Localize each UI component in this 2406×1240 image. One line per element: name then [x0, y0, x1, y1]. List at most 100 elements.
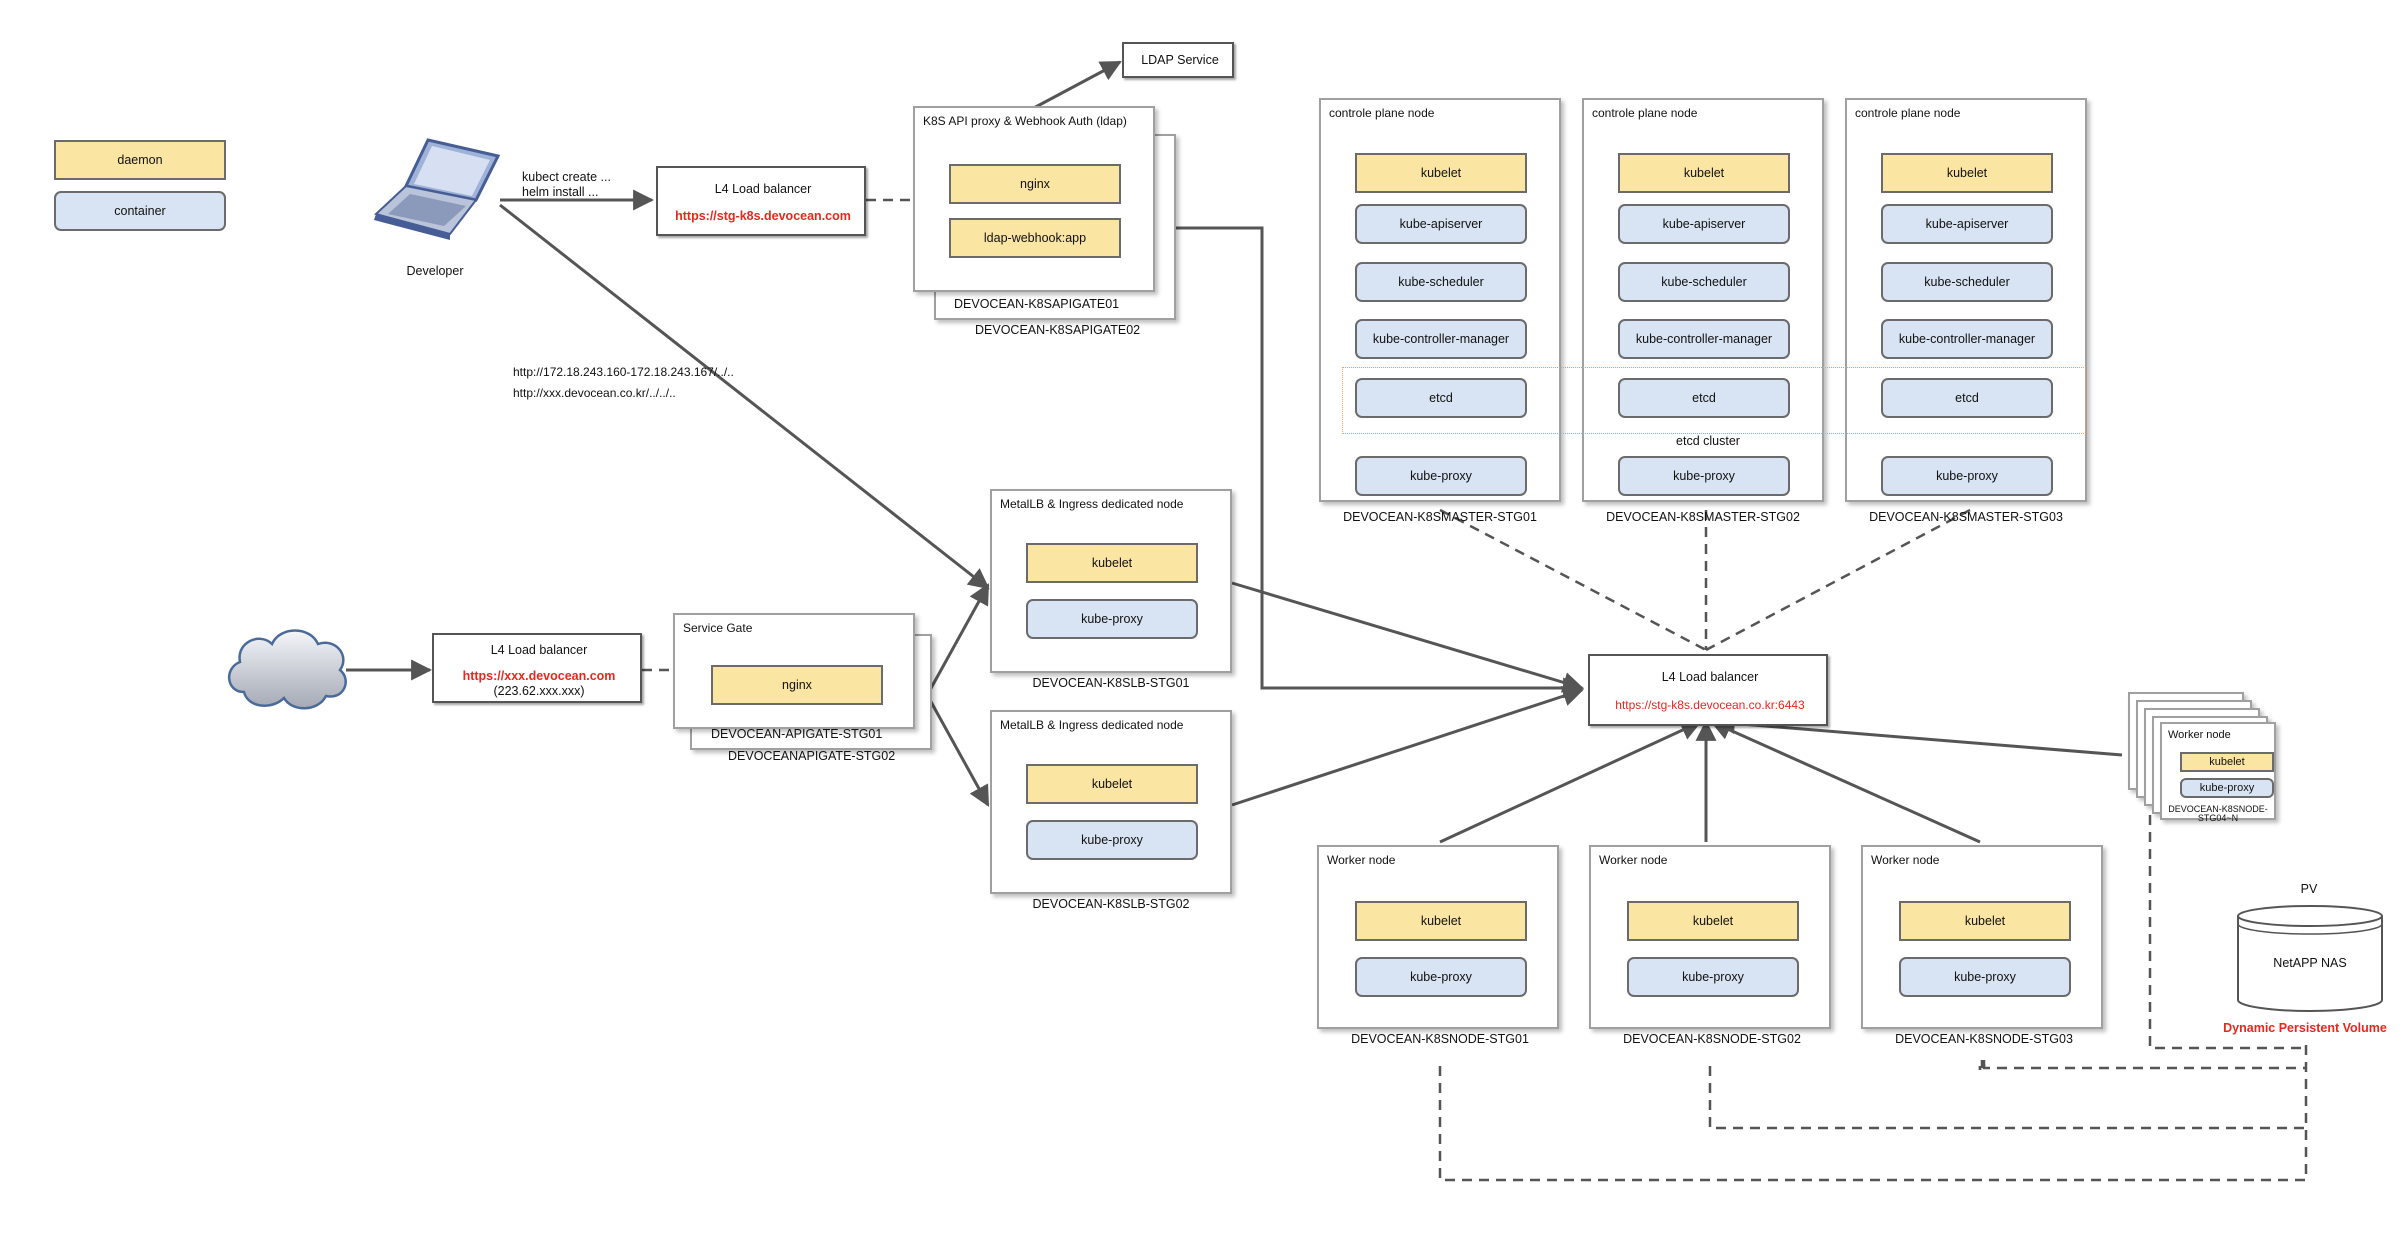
lb-api: L4 Load balancer https://stg-k8s.devocea…	[656, 166, 866, 236]
dynamic-pv-label: Dynamic Persistent Volume	[2223, 1021, 2387, 1035]
etcd-cluster-label: etcd cluster	[1676, 434, 1740, 448]
master3-to-lb-dash	[1705, 508, 1971, 652]
master1-host: DEVOCEAN-K8SMASTER-STG01	[1343, 510, 1537, 524]
access-url1: http://172.18.243.160-172.18.243.167/../…	[513, 365, 734, 379]
lb-service: L4 Load balancer https://xxx.devocean.co…	[432, 633, 642, 703]
developer-to-slb-arrow	[499, 203, 990, 590]
master1-apiserver: kube-apiserver	[1355, 204, 1527, 244]
lb-service-ip: (223.62.xxx.xxx)	[493, 684, 585, 698]
master1-etcd: etcd	[1355, 378, 1527, 418]
slb2-to-k8slb-arrow	[1231, 685, 1584, 807]
slb2-title: MetalLB & Ingress dedicated node	[1000, 718, 1184, 732]
worker-n-kubelet: kubelet	[2180, 752, 2274, 772]
lb-api-title: L4 Load balancer	[714, 182, 812, 196]
service-gate-host1: DEVOCEAN-APIGATE-STG01	[711, 727, 883, 741]
master2-controller: kube-controller-manager	[1618, 319, 1790, 359]
access-url2: http://xxx.devocean.co.kr/../../..	[513, 386, 676, 400]
master3-scheduler: kube-scheduler	[1881, 262, 2053, 302]
legend-daemon: daemon	[54, 140, 226, 180]
master1-title: controle plane node	[1329, 106, 1435, 120]
lb-k8s-api: L4 Load balancer https://stg-k8s.devocea…	[1588, 654, 1828, 726]
worker3-kube-proxy: kube-proxy	[1899, 957, 2071, 997]
ldap-service: LDAP Service	[1122, 42, 1234, 78]
master2-kube-proxy: kube-proxy	[1618, 456, 1790, 496]
master2-kubelet: kubelet	[1618, 153, 1790, 193]
service-gate-nginx: nginx	[711, 665, 883, 705]
slb2-kubelet: kubelet	[1026, 764, 1198, 804]
laptop-icon	[374, 138, 500, 240]
master2-scheduler: kube-scheduler	[1618, 262, 1790, 302]
master2-host: DEVOCEAN-K8SMASTER-STG02	[1606, 510, 1800, 524]
worker3-title: Worker node	[1871, 853, 1940, 867]
worker-n-kube-proxy: kube-proxy	[2180, 778, 2274, 798]
slb1-to-k8slb-arrow	[1231, 581, 1585, 693]
worker-node-3: Worker node kubelet kube-proxy	[1861, 845, 2103, 1029]
workern-to-k8slb-arrow	[1713, 713, 2123, 757]
slb1-host: DEVOCEAN-K8SLB-STG01	[1032, 676, 1190, 690]
developer-cmd1: kubect create ...	[522, 170, 611, 184]
worker-node-2: Worker node kubelet kube-proxy	[1589, 845, 1831, 1029]
master1-kubelet: kubelet	[1355, 153, 1527, 193]
cloud-icon	[228, 629, 347, 710]
master1-scheduler: kube-scheduler	[1355, 262, 1527, 302]
master1-controller: kube-controller-manager	[1355, 319, 1527, 359]
master-node-3: controle plane node kubelet kube-apiserv…	[1845, 98, 2087, 502]
master1-to-lb-dash	[1439, 508, 1707, 652]
master2-title: controle plane node	[1592, 106, 1698, 120]
master3-kube-proxy: kube-proxy	[1881, 456, 2053, 496]
worker-n-host2: STG04~N	[2197, 813, 2239, 823]
worker2-kubelet: kubelet	[1627, 901, 1799, 941]
master-node-2: controle plane node kubelet kube-apiserv…	[1582, 98, 1824, 502]
apigate-host1: DEVOCEAN-K8SAPIGATE01	[954, 297, 1120, 311]
service-gate-title: Service Gate	[683, 621, 753, 635]
worker3-to-k8slb-arrow	[1710, 720, 1981, 844]
worker-n-title: Worker node	[2168, 729, 2231, 741]
lb-k8s-title: L4 Load balancer	[1661, 670, 1759, 684]
slb-node-2: MetalLB & Ingress dedicated node kubelet…	[990, 710, 1232, 894]
worker-n-front: Worker node kubelet kube-proxy DEVOCEAN-…	[2160, 722, 2276, 823]
master3-kubelet: kubelet	[1881, 153, 2053, 193]
apigate-nginx: nginx	[949, 164, 1121, 204]
ldap-label: LDAP Service	[1141, 53, 1219, 67]
service-gate-front: Service Gate nginx	[673, 613, 915, 729]
apigate-front: K8S API proxy & Webhook Auth (ldap) ngin…	[913, 106, 1155, 292]
worker1-kube-proxy: kube-proxy	[1355, 957, 1527, 997]
master1-kube-proxy: kube-proxy	[1355, 456, 1527, 496]
lb-service-title: L4 Load balancer	[490, 643, 588, 657]
workern-to-nas-dash	[2148, 815, 2306, 1050]
legend-container: container	[54, 191, 226, 231]
lb-k8s-url: https://stg-k8s.devocean.co.kr:6443	[1615, 698, 1805, 712]
worker-node-1: Worker node kubelet kube-proxy	[1317, 845, 1559, 1029]
worker2-to-nas-dash	[1708, 1066, 2306, 1130]
slb2-kube-proxy: kube-proxy	[1026, 820, 1198, 860]
worker2-title: Worker node	[1599, 853, 1668, 867]
worker1-title: Worker node	[1327, 853, 1396, 867]
slb1-kube-proxy: kube-proxy	[1026, 599, 1198, 639]
worker1-to-k8slb-arrow	[1439, 720, 1702, 844]
apigate-title: K8S API proxy & Webhook Auth (ldap)	[923, 114, 1127, 128]
apigate-to-k8slb-arrow	[1176, 226, 1585, 699]
lb-api-url: https://stg-k8s.devocean.com	[675, 209, 851, 223]
slb-node-1: MetalLB & Ingress dedicated node kubelet…	[990, 489, 1232, 673]
master3-etcd: etcd	[1881, 378, 2053, 418]
worker3-kubelet: kubelet	[1899, 901, 2071, 941]
pv-label: PV	[2300, 882, 2318, 896]
developer-label: Developer	[406, 264, 464, 278]
etcd-cluster-boundary	[1342, 367, 2086, 434]
lb-service-url: https://xxx.devocean.com	[462, 669, 616, 683]
apigate-webhook: ldap-webhook:app	[949, 218, 1121, 258]
master-node-1: controle plane node kubelet kube-apiserv…	[1319, 98, 1561, 502]
worker3-host: DEVOCEAN-K8SNODE-STG03	[1895, 1032, 2073, 1046]
slb1-title: MetalLB & Ingress dedicated node	[1000, 497, 1184, 511]
apigate-host2: DEVOCEAN-K8SAPIGATE02	[975, 323, 1141, 337]
slb2-host: DEVOCEAN-K8SLB-STG02	[1032, 897, 1190, 911]
master3-apiserver: kube-apiserver	[1881, 204, 2053, 244]
worker2-host: DEVOCEAN-K8SNODE-STG02	[1623, 1032, 1801, 1046]
worker1-kubelet: kubelet	[1355, 901, 1527, 941]
master3-title: controle plane node	[1855, 106, 1961, 120]
master3-controller: kube-controller-manager	[1881, 319, 2053, 359]
gate-to-slb1-arrow	[928, 583, 990, 691]
worker3-to-nas-dash	[1982, 1064, 2306, 1070]
nas-cylinder-icon	[2237, 905, 2383, 1012]
